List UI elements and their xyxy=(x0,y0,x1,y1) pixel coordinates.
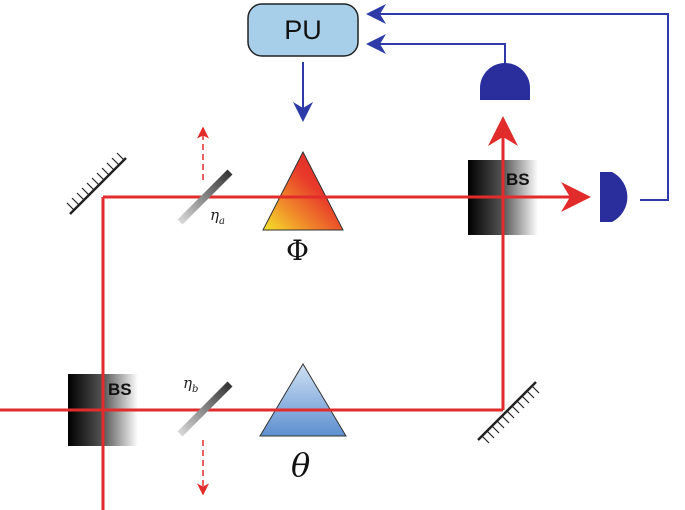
detector-top xyxy=(480,63,530,100)
loss-element-a xyxy=(177,169,233,225)
feedback-line-top-detector xyxy=(366,34,506,72)
mirror-top-left xyxy=(66,152,127,215)
processing-unit-label: PU xyxy=(284,14,322,45)
mirror-bottom-right xyxy=(477,381,540,444)
phase-theta-label: θ xyxy=(291,446,311,484)
beam-splitter-top-label: BS xyxy=(506,170,530,189)
phase-shifter-phi xyxy=(262,150,344,231)
detector-right xyxy=(600,172,628,222)
processing-unit-box xyxy=(247,3,359,57)
beam-splitter-bottom-label: BS xyxy=(108,380,132,399)
loss-a-label: ηa xyxy=(210,206,225,227)
phase-shifter-theta xyxy=(259,363,347,437)
loss-element-b xyxy=(177,381,233,437)
feedback-lines xyxy=(293,4,669,201)
feedback-line-right-detector xyxy=(366,4,669,201)
phase-phi-label: Φ xyxy=(286,234,309,267)
loss-b-label: ηb xyxy=(183,374,199,395)
